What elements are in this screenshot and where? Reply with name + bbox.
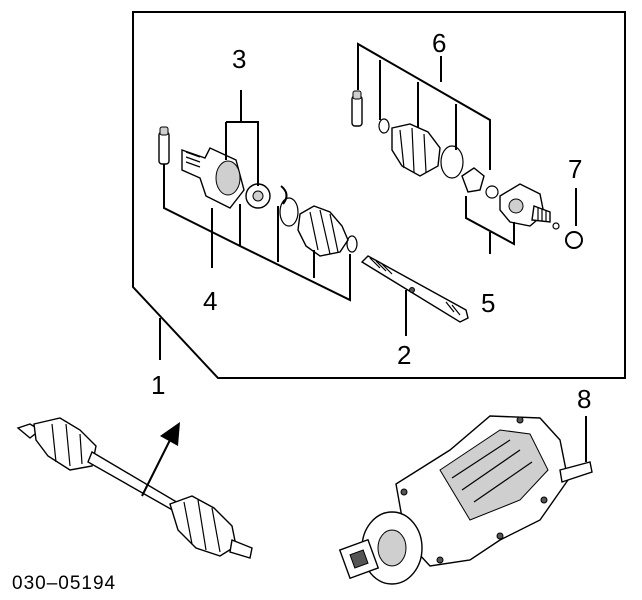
outer-large-band <box>440 145 464 179</box>
outer-plug-cap <box>352 90 362 100</box>
bracket-5-lines <box>465 196 515 254</box>
bracket-4-lines <box>163 164 351 302</box>
inner-plug-part <box>158 131 170 165</box>
assembled-halfshaft <box>16 417 253 559</box>
callout-1: 1 <box>151 370 165 400</box>
axle-shaft-group <box>360 255 469 336</box>
differential-rib-lines <box>451 439 533 503</box>
flange-bolt-hole <box>349 549 369 569</box>
inner-cv-joint-group <box>158 90 358 302</box>
snap-ring-part <box>565 231 583 249</box>
outer-tripod-part <box>461 167 485 193</box>
halfshaft-inner-boot-ribs <box>51 423 83 467</box>
inner-bearing-hub <box>252 190 264 202</box>
differential-assembly <box>338 415 593 585</box>
callout-6: 6 <box>432 28 446 58</box>
callout-7: 7 <box>568 154 582 184</box>
halfshaft-outer-stub <box>229 539 253 559</box>
bracket-6-lines <box>357 42 491 170</box>
axle-shaft-part <box>360 255 469 323</box>
inner-plug-cap <box>159 126 169 136</box>
inner-small-band <box>346 235 358 253</box>
differential-ribs <box>439 429 549 521</box>
shaft-splines-left <box>369 257 393 275</box>
halfshaft-outer-boot-ribs <box>183 499 221 553</box>
inner-boot-part <box>297 205 349 257</box>
halfshaft-outer-boot <box>169 495 237 557</box>
callout-3: 3 <box>232 44 246 74</box>
outer-boot-part <box>391 123 441 177</box>
outer-circlip-part <box>485 185 499 199</box>
differential-output-stub <box>559 461 593 483</box>
housing-bolt-3 <box>496 532 504 540</box>
arrow-head <box>160 422 180 446</box>
snap-ring-group <box>565 188 583 249</box>
inner-clip-part <box>280 185 288 205</box>
halfshaft-inner-joint <box>33 417 97 471</box>
outer-small-band <box>378 118 390 134</box>
outer-stub-part <box>531 205 551 223</box>
outer-cv-joint-group <box>351 42 560 254</box>
outer-housing-face <box>508 198 524 214</box>
housing-bolt-5 <box>516 416 524 424</box>
housing-bolt-2 <box>436 556 444 564</box>
callout-2: 2 <box>397 340 411 370</box>
housing-bolt-1 <box>400 488 408 496</box>
outer-plug-part <box>351 95 363 127</box>
stub-splines <box>537 208 547 222</box>
inner-housing-face <box>215 160 241 196</box>
exploded-view-frame <box>132 11 626 379</box>
differential-pinion-center <box>377 529 407 567</box>
stub-nut <box>552 222 560 230</box>
housing-bolt-4 <box>540 496 548 504</box>
outer-boot-ribs <box>399 127 427 173</box>
inner-band-part <box>279 197 299 227</box>
shaft-splines-right <box>445 301 461 316</box>
shaft-marker <box>409 287 415 293</box>
arrow-shaft <box>141 435 173 497</box>
bracket-3-lines <box>225 90 259 186</box>
spline-lines <box>185 151 201 168</box>
callout-4: 4 <box>203 286 217 316</box>
diagram-part-number: 030–05194 <box>12 573 116 594</box>
callout-5: 5 <box>481 288 495 318</box>
boot-ribs <box>309 209 339 255</box>
halfshaft-bar <box>87 450 181 513</box>
callout-8: 8 <box>577 384 591 414</box>
